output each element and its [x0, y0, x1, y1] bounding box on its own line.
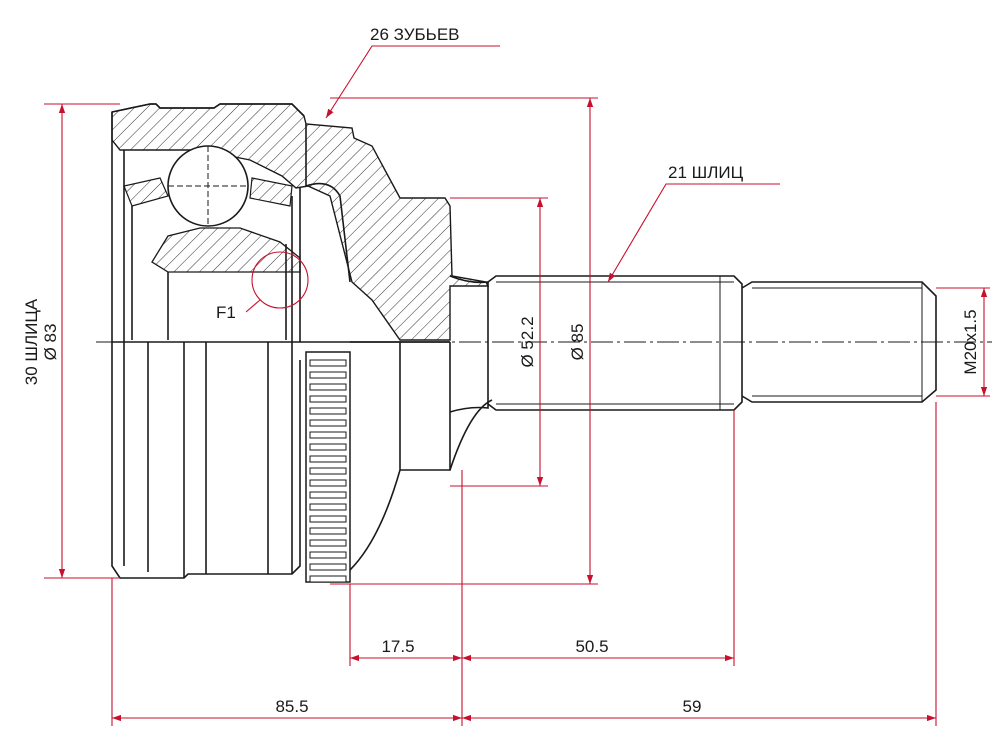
- dim-85-5-label: 85.5: [275, 697, 308, 716]
- abs-ring: [305, 351, 351, 583]
- dim-59-label: 59: [683, 697, 702, 716]
- shaft-neck: [449, 275, 489, 413]
- cage-section-right: [249, 177, 293, 207]
- inner-splines-label: 30 ШЛИЦА: [22, 298, 41, 385]
- abs-tooth: [309, 539, 347, 547]
- abs-tooth: [309, 443, 347, 451]
- teeth-count-label: 26 ЗУБЬЕВ: [370, 25, 460, 44]
- abs-tooth: [309, 395, 347, 403]
- abs-tooth: [309, 479, 347, 487]
- f1-label: F1: [216, 303, 236, 322]
- abs-tooth: [309, 431, 347, 439]
- abs-tooth: [309, 455, 347, 463]
- cv-joint-body: [96, 103, 992, 583]
- abs-tooth: [309, 563, 347, 571]
- inner-diameter-label: Ø 83: [41, 324, 60, 361]
- f1-detail-circle: [251, 251, 309, 309]
- leader-splines: [607, 183, 780, 283]
- shaft: [487, 275, 743, 411]
- dim-17-5-label: 17.5: [381, 637, 414, 656]
- abs-tooth: [309, 515, 347, 523]
- abs-tooth: [309, 371, 347, 379]
- abs-tooth: [309, 467, 347, 475]
- diameter-85-label: Ø 85: [568, 324, 587, 361]
- abs-tooth: [309, 527, 347, 535]
- abs-tooth: [309, 491, 347, 499]
- abs-tooth: [309, 551, 347, 559]
- abs-tooth: [309, 407, 347, 415]
- abs-tooth: [309, 575, 347, 583]
- thread-label: M20x1.5: [961, 309, 980, 374]
- abs-tooth: [309, 383, 347, 391]
- dimensions: [44, 45, 990, 726]
- abs-tooth: [309, 503, 347, 511]
- abs-tooth: [309, 419, 347, 427]
- diameter-52-label: Ø 52.2: [518, 316, 537, 367]
- leader-teeth: [325, 45, 500, 119]
- outer-splines-label: 21 ШЛИЦ: [668, 163, 744, 182]
- body-lower: [349, 341, 401, 571]
- inner-race-section: [151, 227, 301, 273]
- housing-outline: [111, 112, 301, 579]
- thread-section: [741, 281, 937, 403]
- abs-tooth: [309, 359, 347, 367]
- dim-50-5-label: 50.5: [575, 637, 608, 656]
- cage-section: [123, 177, 169, 207]
